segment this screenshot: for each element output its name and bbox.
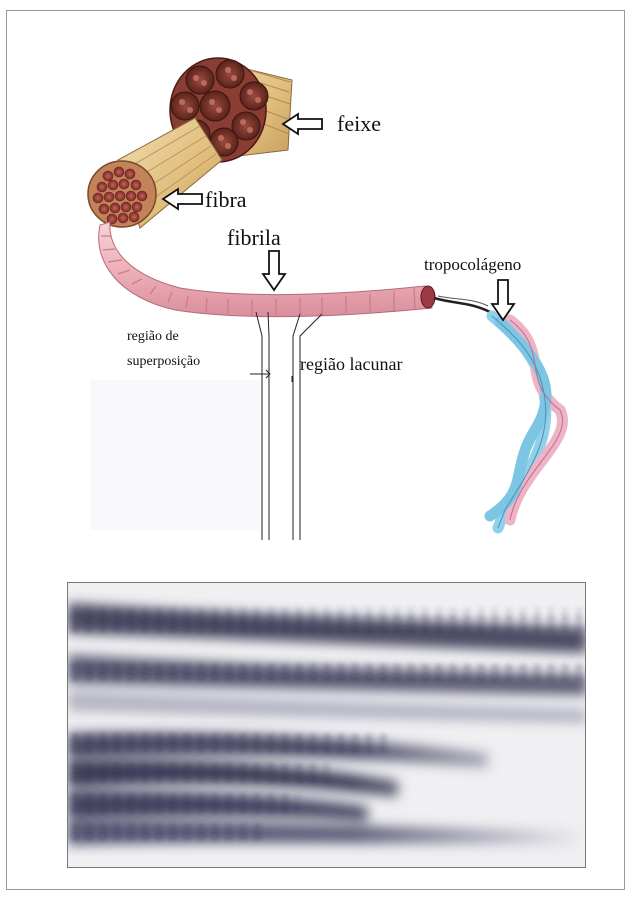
- label-feixe: feixe: [337, 113, 381, 135]
- faint-background-texture: [90, 380, 260, 530]
- tropocollagen-helix: [490, 316, 563, 528]
- connector-line: [434, 298, 490, 312]
- label-fibrila: fibrila: [227, 227, 281, 249]
- micrograph-banding-image: [68, 583, 586, 868]
- label-regiao-lacunar: região lacunar: [300, 355, 402, 373]
- label-fibra: fibra: [205, 189, 247, 211]
- measurement-lines: [250, 312, 322, 540]
- label-regiao-de: região de: [127, 330, 179, 344]
- arrow-down-fibrila-icon: [263, 251, 285, 290]
- electron-micrograph: [67, 582, 586, 868]
- label-tropocolageno: tropocolágeno: [424, 256, 521, 273]
- collagen-hierarchy-diagram: [0, 0, 635, 560]
- fiber-fibra: [88, 118, 222, 228]
- label-superposicao: superposição: [127, 355, 200, 369]
